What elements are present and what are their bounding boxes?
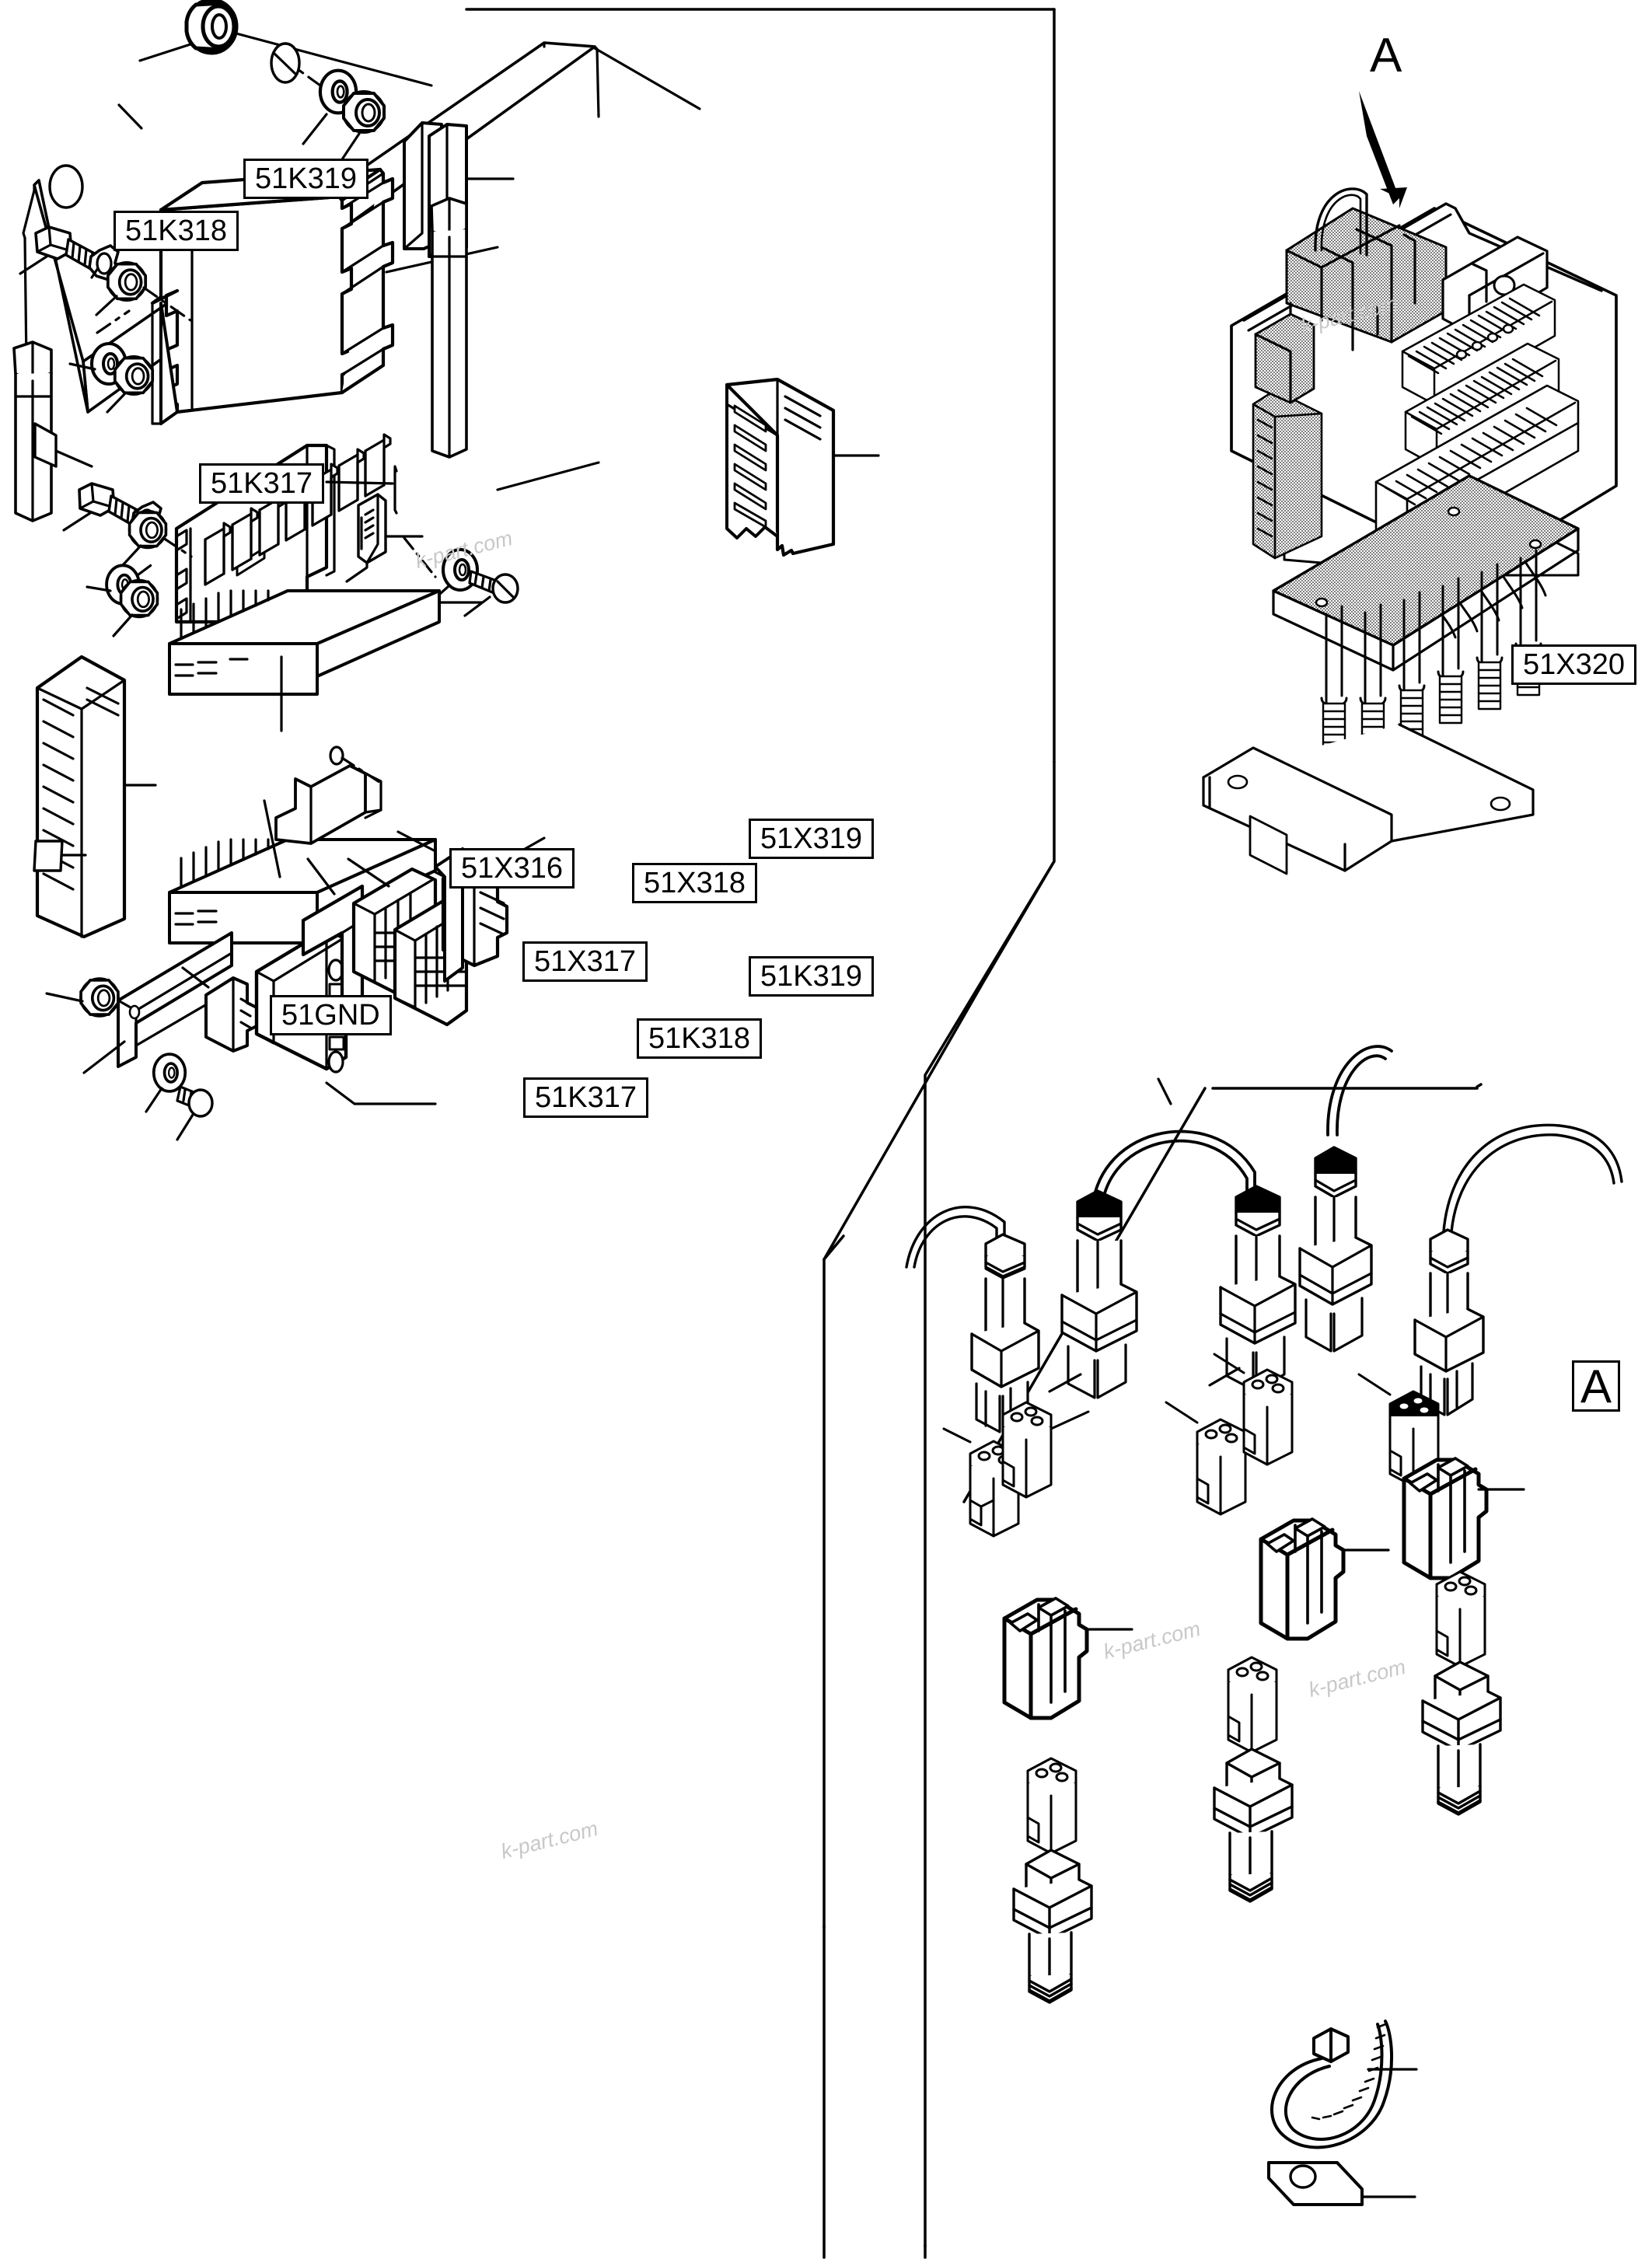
identification-tag (1267, 2161, 1416, 2206)
small-connector-block (357, 493, 424, 564)
part-label-51X318: 51X318 (632, 863, 758, 903)
cable-tie (1270, 2020, 1418, 2149)
part-label-51X319: 51X319 (749, 819, 875, 859)
duct-cover-strip (274, 745, 382, 845)
part-label-51K318-left: 51K318 (114, 211, 239, 251)
cable-51X320 (1441, 1123, 1623, 1250)
hex-nut-top (342, 90, 386, 134)
contact-insert-col2-b (1213, 1353, 1294, 1466)
wiring-duct-horizontal-upper (168, 589, 484, 732)
contact-insert-col1-b (1001, 1401, 1090, 1499)
leader-cable-51X317 (1157, 1077, 1172, 1105)
hex-nut-51K317-top (127, 509, 168, 550)
cable-arc-51X317 (1091, 1130, 1256, 1222)
hex-nut-51K318-top (106, 260, 148, 302)
part-label-51K318-right: 51K318 (637, 1018, 763, 1059)
plug-body-51K318 (1213, 1747, 1294, 1903)
part-label-51K317-right: 51K317 (523, 1077, 649, 1118)
part-label-51GND: 51GND (270, 995, 392, 1035)
part-label-51X317: 51X317 (522, 941, 648, 982)
hex-nut-51K318-low (113, 354, 155, 396)
connector-51X317-left (1048, 1189, 1138, 1399)
connector-housing-51X318 (1259, 1517, 1390, 1641)
cable-arc-51X318 (1326, 1045, 1393, 1136)
screw-51GND (176, 1085, 214, 1141)
screw-head-plate (270, 42, 301, 84)
contact-insert-col2-a (1165, 1401, 1247, 1516)
contact-socket-51K319 (1435, 1570, 1486, 1668)
leader-bushing (138, 43, 192, 62)
part-label-51K319-right: 51K319 (749, 956, 875, 997)
contact-socket-51K318 (1227, 1656, 1278, 1754)
hex-nut-51K317-low (119, 578, 159, 619)
small-label-plate (33, 840, 87, 872)
connector-housing-51X317 (1002, 1597, 1133, 1720)
connector-51X320 (1413, 1228, 1485, 1416)
leader-nut-top (341, 132, 361, 161)
cable-free-51X316 (905, 1206, 1006, 1269)
tapping-screw-mid (463, 570, 519, 617)
part-label-51X320: 51X320 (1511, 644, 1637, 685)
leader-washer-top (302, 113, 328, 145)
wiring-duct-vertical (35, 655, 157, 939)
part-label-51K319-left: 51K319 (243, 159, 369, 199)
section-arrow-label-A: A (1370, 29, 1402, 82)
connector-housing-51X319 (1402, 1457, 1525, 1580)
connector-51X318 (1298, 1146, 1373, 1353)
cable-sleeve-left (12, 340, 93, 522)
leader-plate (232, 31, 433, 87)
part-label-51K317-left: 51K317 (199, 463, 325, 504)
connector-51X316 (970, 1233, 1040, 1433)
control-cabinet-assembly (1202, 91, 1618, 875)
plug-body-51K319 (1421, 1660, 1502, 1816)
cable-sleeve-upper (430, 197, 468, 459)
detail-box-label-A: A (1572, 1360, 1620, 1412)
spacer-bushing-top (187, 0, 236, 53)
contact-socket-51K317 (1026, 1757, 1077, 1855)
terminal-column-51K317 (725, 377, 880, 557)
hex-nut-51GND (79, 977, 120, 1018)
plug-body-51K317 (1012, 1849, 1093, 2004)
part-label-51X316: 51X316 (449, 848, 575, 889)
